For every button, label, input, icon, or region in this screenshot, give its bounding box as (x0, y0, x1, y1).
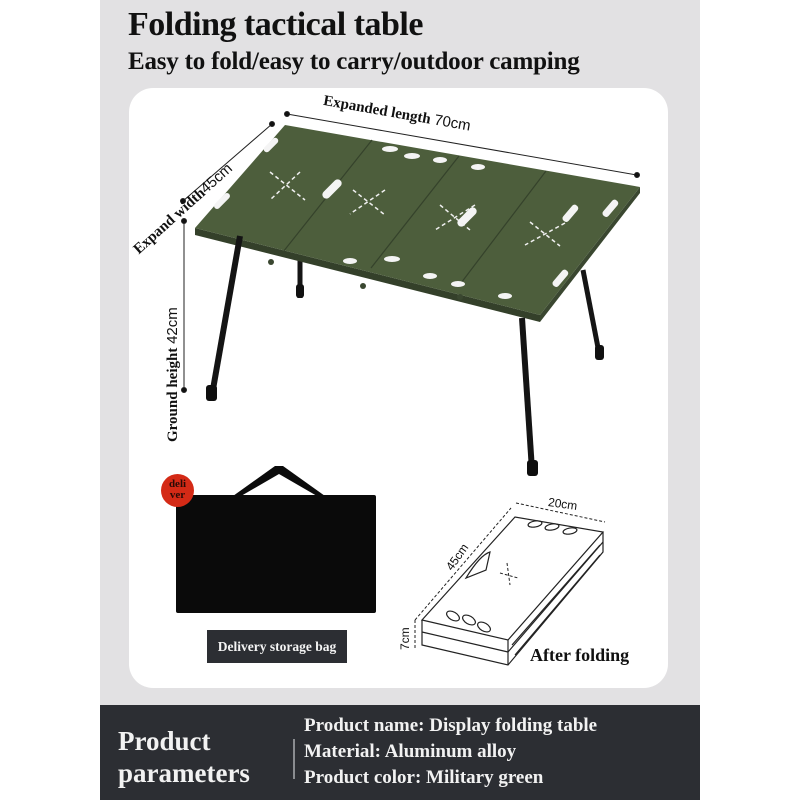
footer-divider (293, 739, 295, 779)
param-color: Product color: Military green (304, 767, 544, 788)
product-parameters-section: Product parameters Product name: Display… (100, 705, 700, 800)
param-material: Material: Aluminum alloy (304, 741, 517, 762)
after-folding-label: After folding (530, 645, 630, 665)
badge-text: deli ver (168, 478, 187, 501)
page-subtitle: Easy to fold/easy to carry/outdoor campi… (128, 48, 580, 75)
param-product-name: Product name: Display folding table (304, 715, 598, 736)
footer-title-text: Product parameters (118, 726, 250, 788)
page-title: Folding tactical table (128, 6, 423, 43)
storage-bag-label: Delivery storage bag (207, 630, 347, 663)
parameter-list: Product name: Display folding table Mate… (304, 713, 597, 791)
folded-thickness-label: 7cm (398, 627, 412, 650)
delivery-badge: deli ver (161, 474, 194, 507)
product-parameters-title: Product parameters (118, 725, 288, 789)
